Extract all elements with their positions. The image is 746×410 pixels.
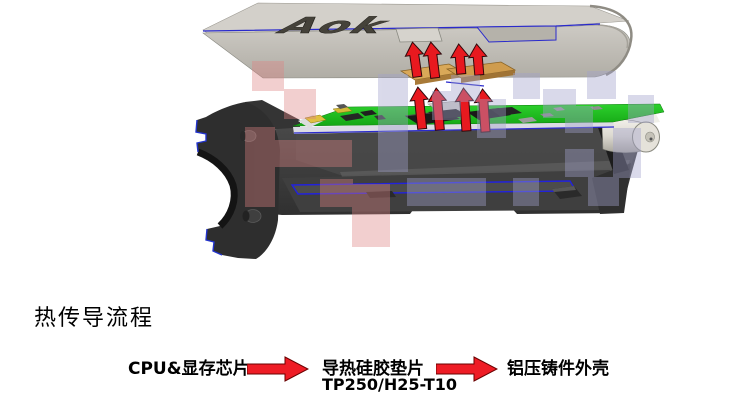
pcb-ic-small-1 <box>340 113 364 121</box>
front-bracket-group <box>195 102 280 259</box>
pcb-component-right-1 <box>518 117 537 123</box>
flow-step-pad: 导热硅胶垫片 <box>322 359 424 379</box>
lid-embossed-label: Aok <box>270 13 396 39</box>
heat-up-arrow <box>422 41 443 79</box>
chassis-tab-left <box>366 191 396 198</box>
chassis-inner-band <box>296 126 636 175</box>
heat-up-arrow <box>467 43 488 76</box>
flow-step-cpu: CPU&显存芯片 <box>128 359 250 379</box>
chassis-right-slant <box>592 163 631 214</box>
watermark-pink-blocks <box>245 61 390 247</box>
heat-up-arrow <box>427 87 448 131</box>
chassis-group <box>232 100 640 215</box>
memory-chip-2 <box>490 107 522 116</box>
heat-up-arrow <box>454 87 475 132</box>
chassis-tab-right-top <box>552 186 576 192</box>
front-bracket-blue-edge-bottom <box>205 228 223 256</box>
flow-step-housing: 铝压铸件外壳 <box>507 359 609 379</box>
heat-up-arrow <box>409 86 430 130</box>
watermark-lavender-blocks <box>378 71 654 206</box>
lid-group: Aok <box>202 2 633 79</box>
lid-rolled-edge <box>589 4 633 77</box>
flow-step-pad-model: TP250/H25-T10 <box>322 375 458 394</box>
pcb-component-right-4 <box>590 106 603 110</box>
section-title: 热传导流程 <box>34 306 155 331</box>
front-bracket-arc-shadow <box>196 148 238 229</box>
front-bracket-blue-edge-top <box>195 119 207 153</box>
heat-arrows-lower <box>409 86 494 133</box>
exploded-view-figure: Aok <box>195 2 665 259</box>
flow-arrow-icon <box>247 356 309 382</box>
lid-pad-recess-left <box>395 27 443 43</box>
lid-pad-recess-right <box>475 25 557 43</box>
connector-pin <box>649 137 653 141</box>
heat-up-arrow <box>449 43 470 75</box>
pcb-capacitor-2-cap <box>336 104 348 109</box>
lid-rolled-edge-highlight <box>597 24 629 49</box>
pcb-capacitor-1 <box>304 114 327 124</box>
thermal-pad-blue-edge <box>445 81 485 87</box>
flow-arrow-icon <box>436 356 498 382</box>
heat-arrows-upper <box>404 41 488 79</box>
pcb-ic-small-3 <box>374 115 386 120</box>
heat-up-arrow <box>404 41 425 79</box>
heat-up-arrow <box>473 88 494 133</box>
pcb-ic-small-2 <box>360 110 377 116</box>
watermark-layer <box>245 61 654 247</box>
pcb-edge <box>293 121 614 134</box>
thermal-pad-right-side <box>461 70 515 83</box>
pcb-component-right-2 <box>540 113 554 117</box>
bracket-peg-bottom-cap <box>242 210 250 222</box>
bracket-peg-top-cap <box>240 131 246 141</box>
thermal-pad-left-side <box>415 72 463 85</box>
connector-pin-ring <box>645 131 655 143</box>
pcb-edge-blue-line <box>293 126 615 134</box>
pcb-component-right-3 <box>553 107 565 111</box>
